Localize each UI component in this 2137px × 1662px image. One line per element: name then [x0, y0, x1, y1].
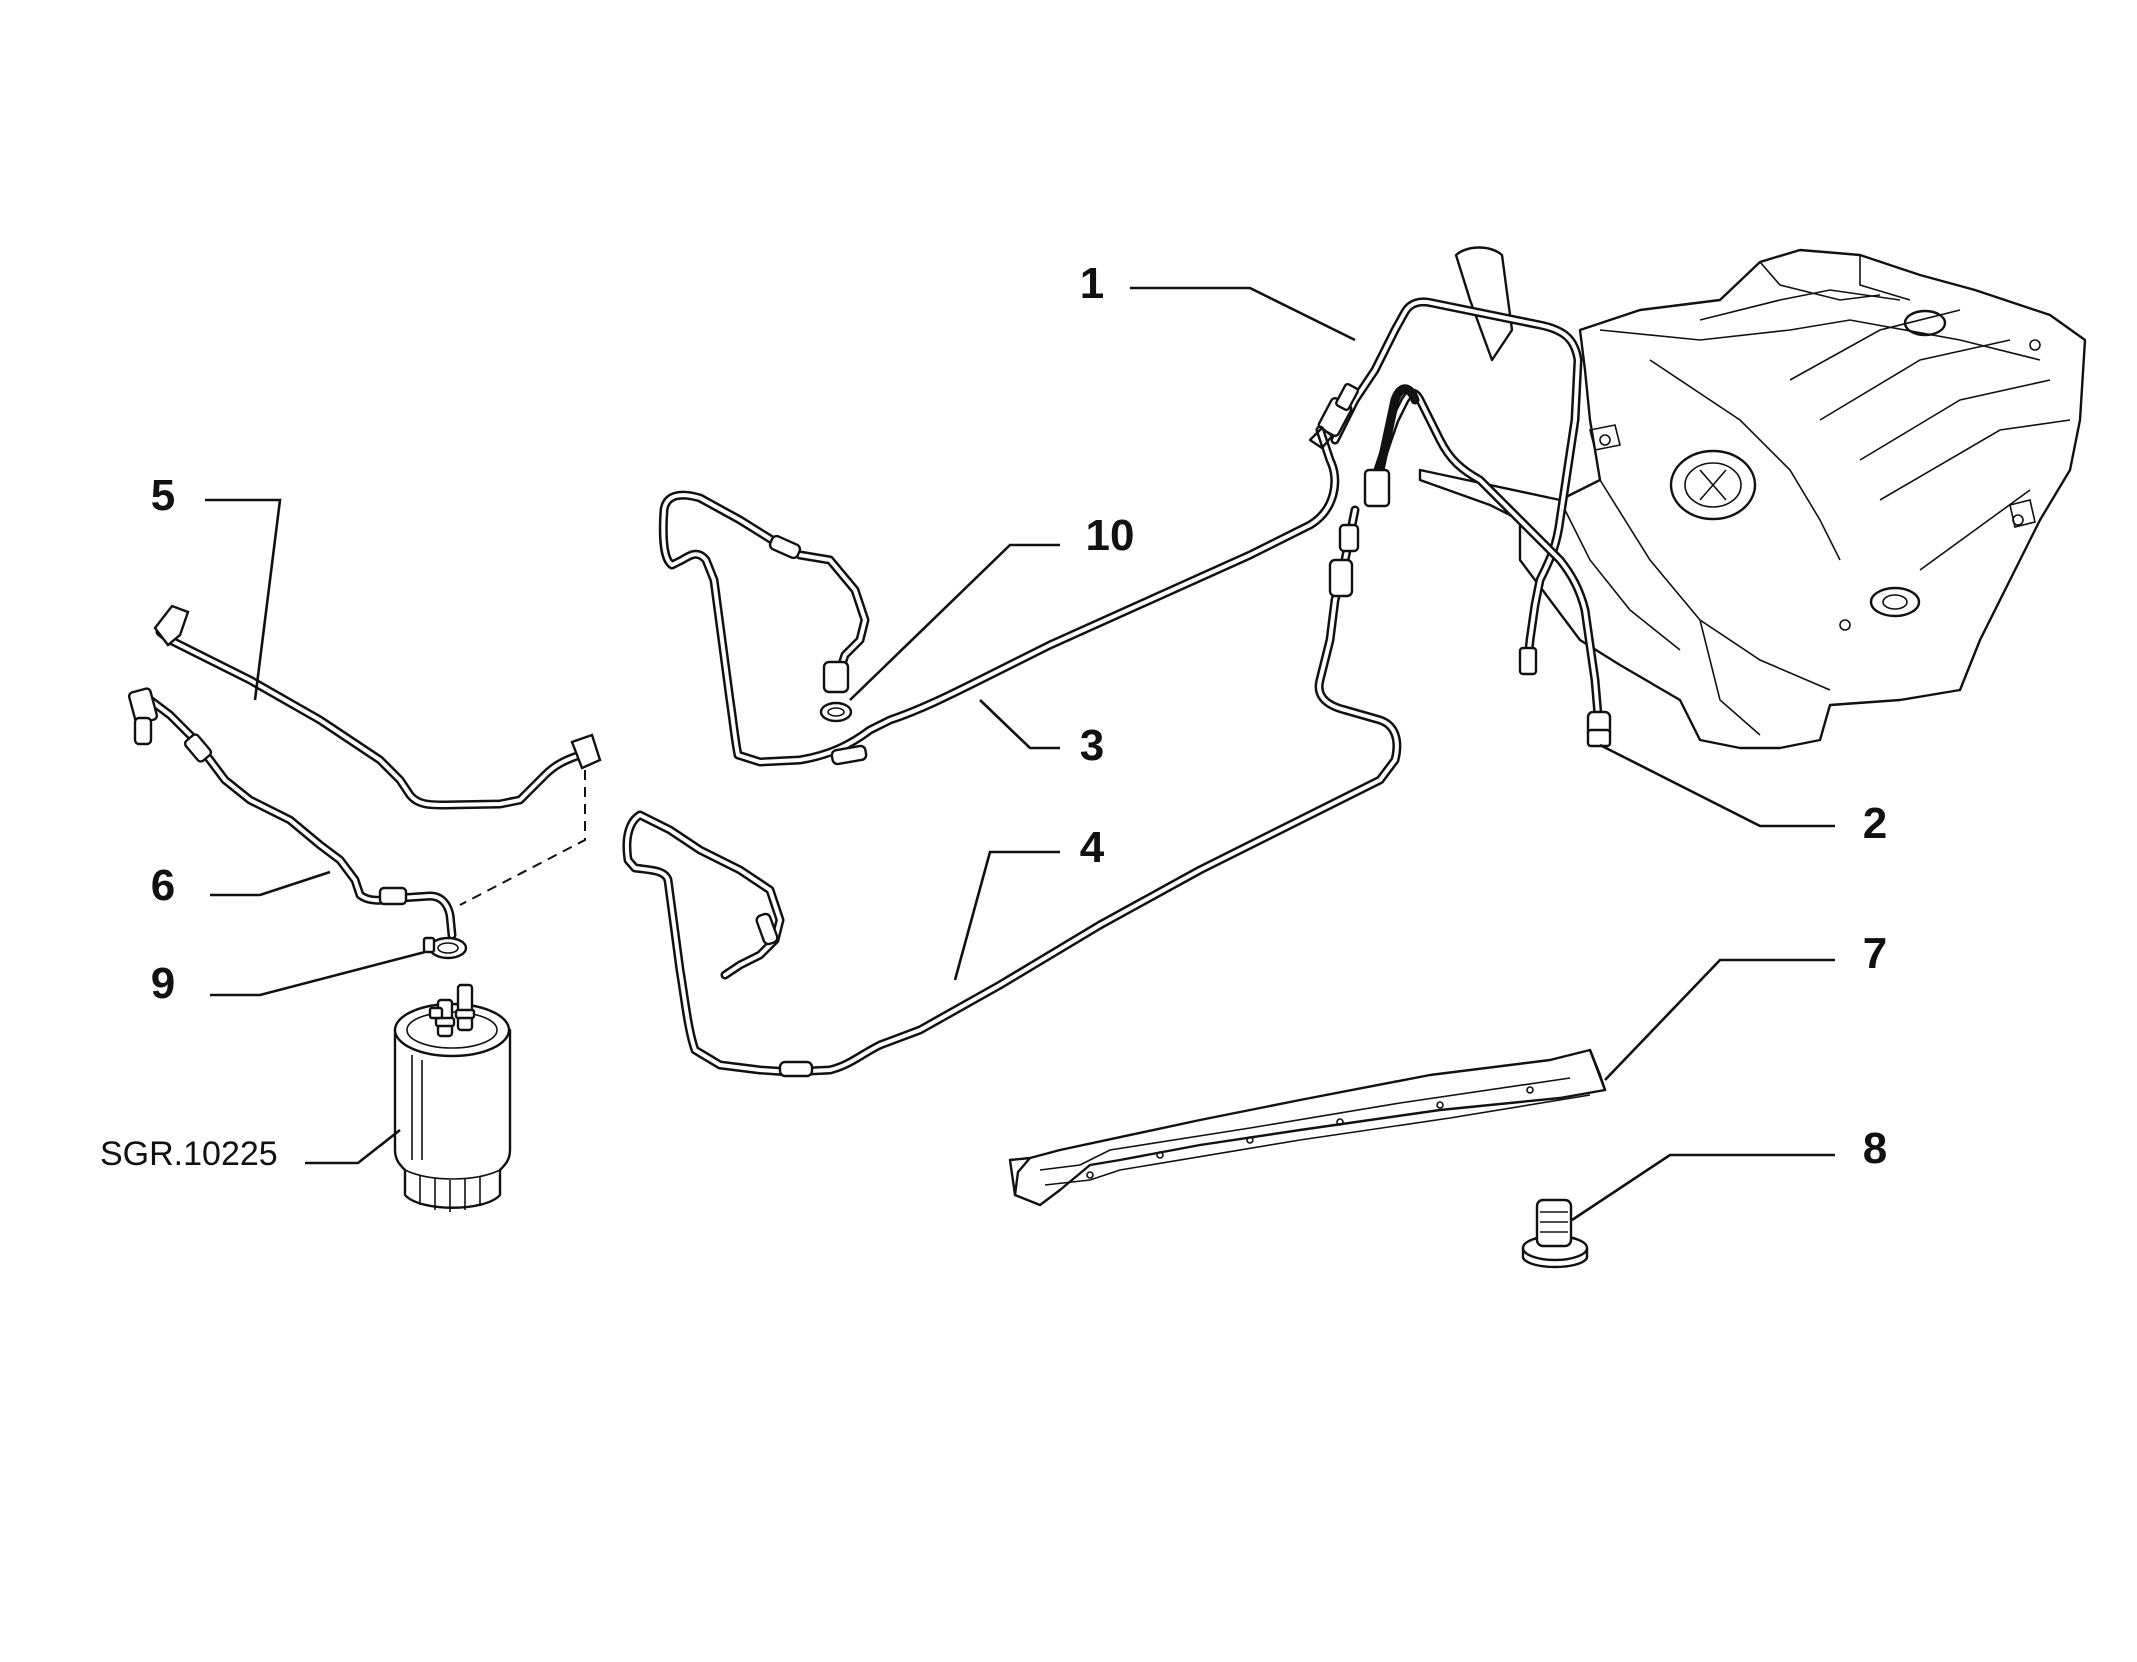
alignment-dashed-line [459, 770, 586, 906]
callout-7: 7 [1863, 929, 1887, 978]
screw-8 [1521, 1198, 1589, 1269]
reference-code-label: SGR.10225 [100, 1135, 278, 1173]
fuel-filter-assembly [393, 983, 512, 1212]
leader-2 [1599, 743, 1835, 828]
leader-3 [979, 699, 1060, 750]
fuel-pipe-4 [622, 505, 1402, 1078]
leader-6 [210, 870, 331, 897]
callout-5: 5 [151, 471, 175, 520]
callout-4: 4 [1080, 823, 1105, 872]
leader-7 [1604, 958, 1835, 1081]
fuel-pipe-3 [658, 425, 1340, 767]
seal-ring-10 [819, 701, 853, 723]
pipe-guard-7 [1008, 1048, 1607, 1207]
callout-3: 3 [1080, 721, 1104, 770]
leader-9 [210, 950, 426, 997]
fuel-pipe-2 [1363, 384, 1612, 748]
callout-6: 6 [151, 861, 175, 910]
leader-10 [849, 543, 1060, 701]
callout-8: 8 [1863, 1124, 1887, 1173]
fuel-pipe-6 [127, 687, 457, 940]
callout-2: 2 [1863, 799, 1887, 848]
leader-8 [1571, 1153, 1835, 1222]
callout-10: 10 [1086, 511, 1135, 560]
fuel-pipe-5 [153, 604, 602, 810]
leader-lines [205, 286, 1835, 1222]
fuel-tank-illustration [1418, 246, 2087, 750]
fuel-pipe-1 [1317, 297, 1583, 676]
leader-5 [205, 498, 282, 701]
leader-1 [1130, 286, 1356, 342]
callout-labels: 1 2 3 4 5 6 7 8 9 10 SGR.10225 [100, 259, 1887, 1173]
callout-9: 9 [151, 959, 175, 1008]
clamp-9 [422, 936, 468, 960]
callout-1: 1 [1080, 259, 1104, 308]
leader-sgr [305, 1128, 401, 1165]
leader-4 [953, 850, 1060, 981]
